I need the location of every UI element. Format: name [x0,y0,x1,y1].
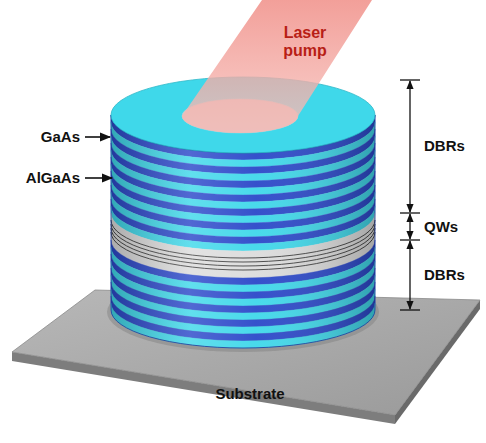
dimension-bracket [400,80,420,310]
pump-spot [182,99,298,133]
leader-arrow [85,177,112,179]
pump-label: Laser pump [275,24,335,61]
pump-beam [182,0,372,133]
substrate-label: Substrate [215,385,284,402]
section-label: DBRs [424,137,465,154]
material-label: GaAs [41,128,80,145]
material-label: AlGaAs [26,169,80,186]
section-label: QWs [424,218,458,235]
leader-arrow [85,136,110,138]
section-label: DBRs [424,266,465,283]
